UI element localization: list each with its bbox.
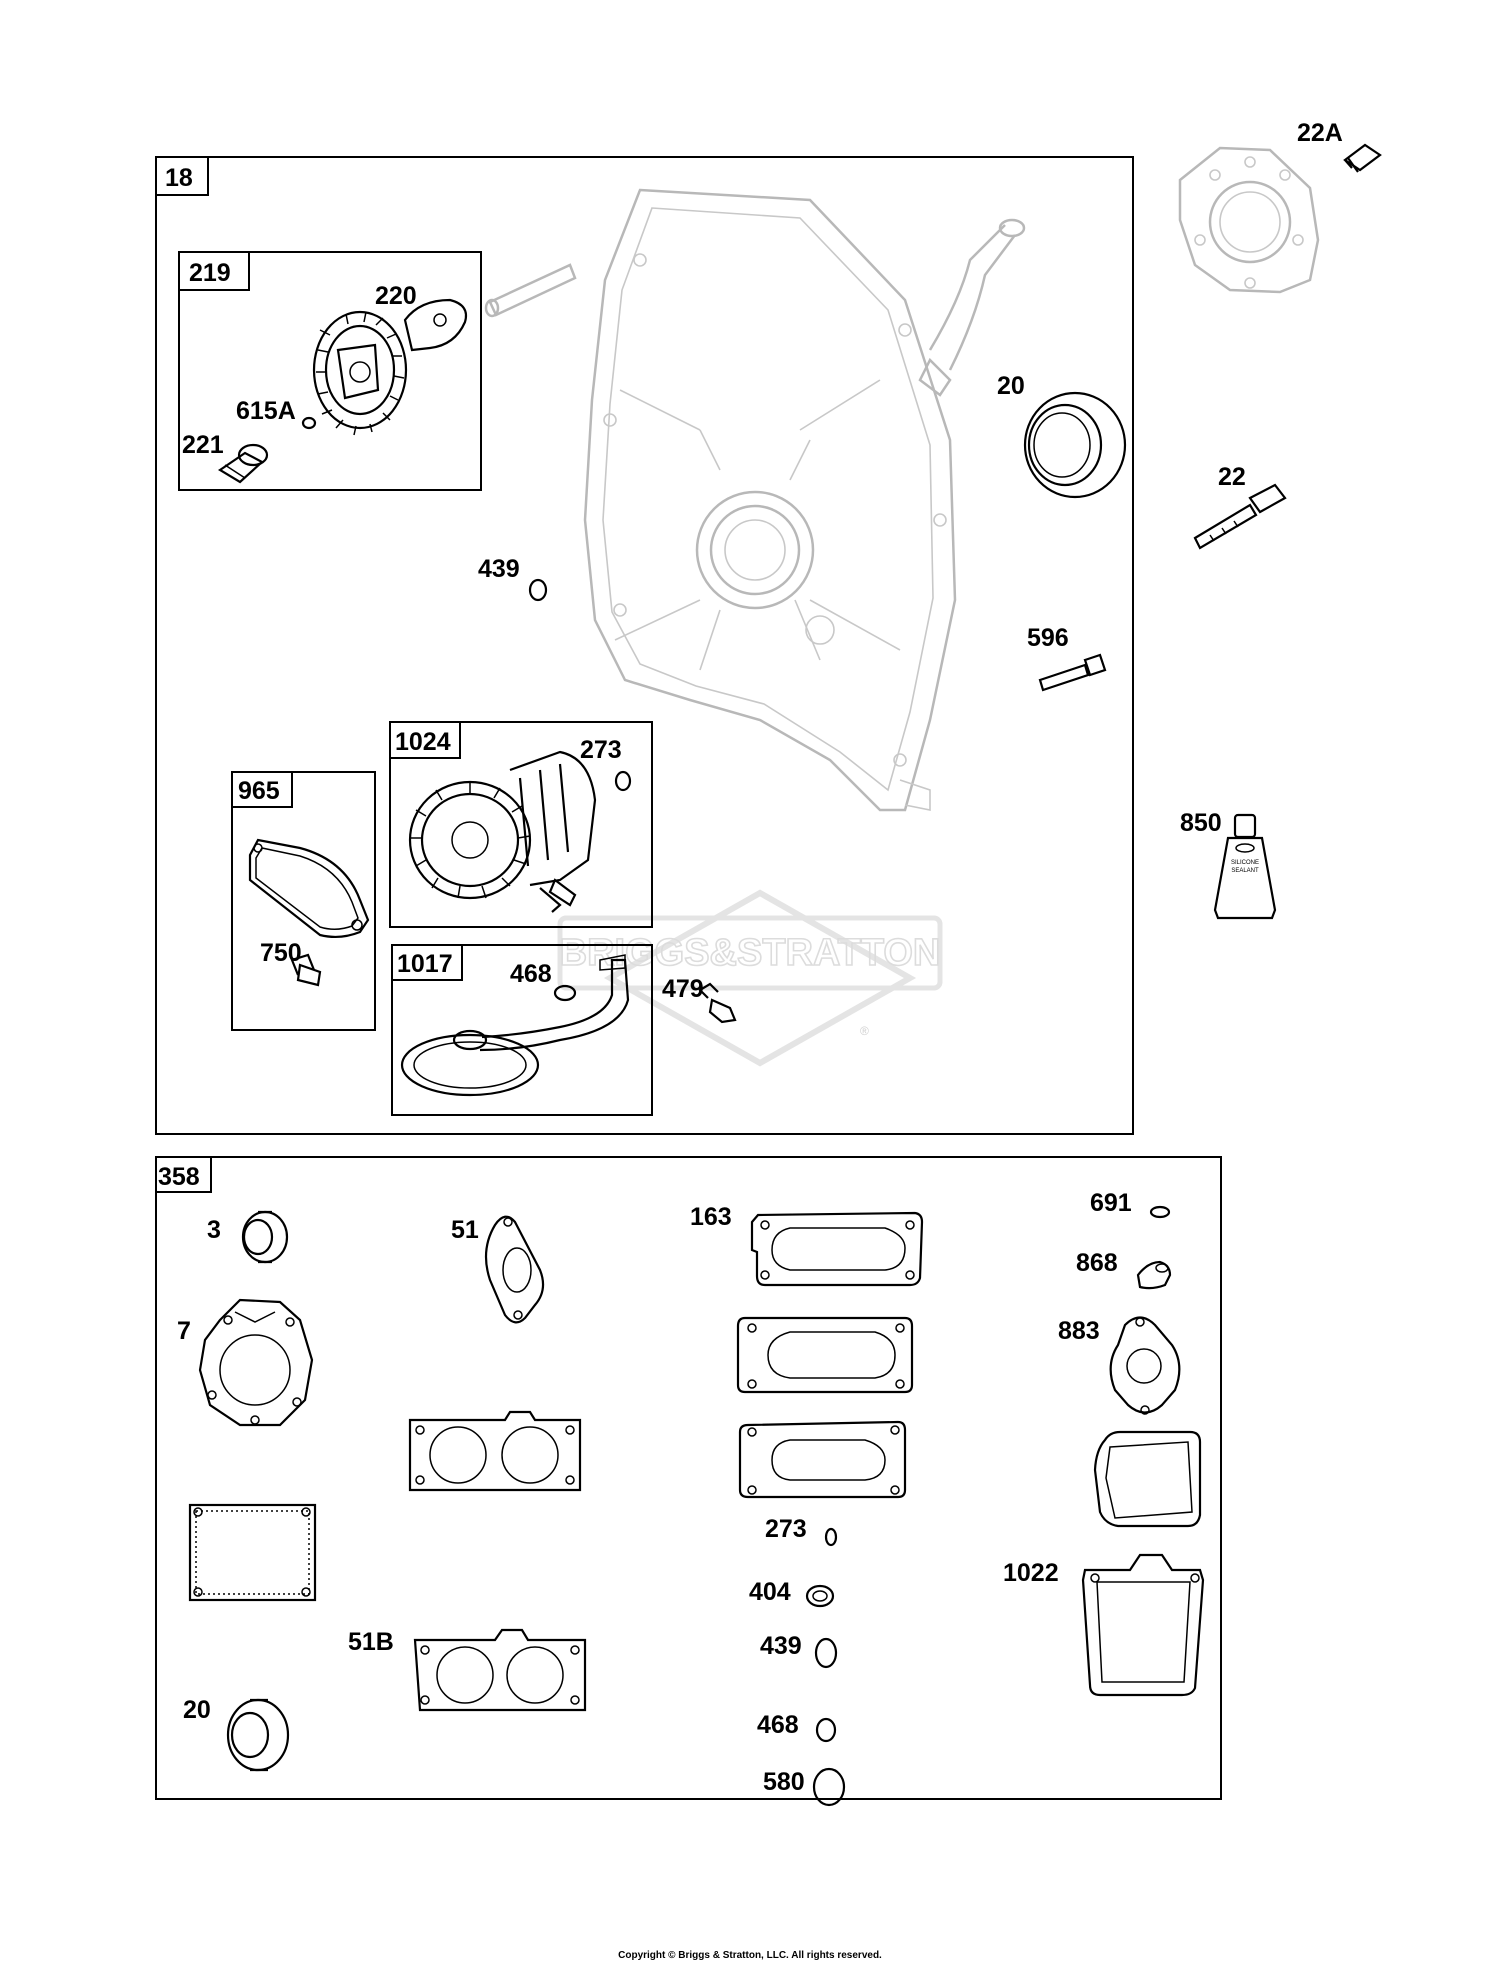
oil-seal-20-drawing xyxy=(1023,391,1127,499)
oring-580-drawing xyxy=(812,1767,846,1807)
dowel-pin-drawing xyxy=(484,263,577,318)
callout-691: 691 xyxy=(1090,1189,1132,1217)
callout-3: 3 xyxy=(207,1216,221,1244)
callout-273-a: 273 xyxy=(580,736,622,764)
flange-cover-drawing xyxy=(1178,146,1320,294)
callout-51B: 51B xyxy=(348,1628,394,1656)
callout-468-b: 468 xyxy=(757,1711,799,1739)
subbox-965-label-box xyxy=(231,771,293,808)
gasket-7-drawing xyxy=(198,1298,314,1427)
watermark-text: BRIGGS&STRATTON xyxy=(560,932,941,974)
callout-468-a: 468 xyxy=(510,960,552,988)
governor-gear-drawing xyxy=(217,298,468,484)
callout-20-a: 20 xyxy=(997,372,1025,400)
callout-883: 883 xyxy=(1058,1317,1100,1345)
gasket-883-drawing xyxy=(1109,1316,1181,1415)
sealant-label-line2: SEALANT xyxy=(1231,868,1259,874)
callout-221: 221 xyxy=(182,431,224,459)
callout-22: 22 xyxy=(1218,463,1246,491)
callout-220: 220 xyxy=(375,282,417,310)
callout-439-b: 439 xyxy=(760,1632,802,1660)
gasket-rectangular-left-drawing xyxy=(188,1503,317,1602)
gasket-rocker-cover-upper-drawing xyxy=(1093,1430,1202,1528)
assembly-18-frame xyxy=(155,156,1134,1135)
sealant-label-line1: SILICONE xyxy=(1231,860,1259,866)
seal-404-drawing xyxy=(805,1584,835,1608)
gasket-965-drawing xyxy=(248,838,370,939)
oring-273-b-drawing xyxy=(824,1527,838,1547)
bolt-22-drawing xyxy=(1193,483,1287,550)
oil-pickup-drawing xyxy=(400,954,630,1097)
oring-468-drawing xyxy=(553,984,577,1002)
sealant-tube-850-drawing: SILICONE SEALANT xyxy=(1213,813,1277,920)
oring-691-drawing xyxy=(1149,1205,1171,1219)
callout-7: 7 xyxy=(177,1317,191,1345)
gasket-163-drawing xyxy=(750,1211,924,1287)
gasket-1022-drawing xyxy=(1081,1553,1205,1697)
plug-868-drawing xyxy=(1136,1260,1172,1290)
callout-580: 580 xyxy=(763,1768,805,1796)
watermark-registered: ® xyxy=(860,1024,869,1038)
callout-273-b: 273 xyxy=(765,1515,807,1543)
callout-479: 479 xyxy=(662,975,704,1003)
callout-20-b: 20 xyxy=(183,1696,211,1724)
callout-596: 596 xyxy=(1027,624,1069,652)
oil-pump-drawing xyxy=(408,750,597,913)
subbox-1024-frame xyxy=(389,721,653,928)
subbox-1024-label-box xyxy=(389,721,461,759)
bolt-596-drawing xyxy=(1038,653,1107,692)
callout-1022: 1022 xyxy=(1003,1559,1059,1587)
gasket-upper-middle-drawing xyxy=(736,1316,914,1394)
callout-163: 163 xyxy=(690,1203,732,1231)
callout-439-a: 439 xyxy=(478,555,520,583)
gasket-lower-middle-drawing xyxy=(738,1420,907,1499)
subbox-219-frame xyxy=(178,251,482,491)
bolt-22A-drawing xyxy=(1343,143,1382,173)
subbox-1024-label: 1024 xyxy=(395,728,451,756)
callout-850: 850 xyxy=(1180,809,1222,837)
subbox-1017-label: 1017 xyxy=(397,950,453,978)
gasket-51-drawing xyxy=(484,1215,545,1324)
oil-seal-20-b-drawing xyxy=(226,1698,290,1772)
oring-439-b-drawing xyxy=(814,1637,838,1669)
assembly-18-label: 18 xyxy=(165,164,193,192)
bearing-3-drawing xyxy=(241,1210,289,1264)
crankcase-cover-drawing xyxy=(583,188,1026,812)
gasket-51B-drawing xyxy=(413,1628,587,1712)
oring-468-b-drawing xyxy=(815,1717,837,1743)
oring-273-drawing xyxy=(614,770,632,792)
subbox-1017-frame xyxy=(391,944,653,1116)
bolt-479-drawing xyxy=(698,982,737,1024)
subbox-965-frame xyxy=(231,771,376,1031)
assembly-358-label: 358 xyxy=(158,1163,200,1191)
copyright-footer: Copyright © Briggs & Stratton, LLC. All … xyxy=(618,1950,882,1961)
callout-404: 404 xyxy=(749,1578,791,1606)
callout-615A: 615A xyxy=(236,397,296,425)
gasket-double-upper-drawing xyxy=(408,1410,582,1492)
assembly-358-frame xyxy=(155,1156,1222,1800)
brand-watermark: BRIGGS&STRATTON ® xyxy=(557,889,943,1067)
assembly-358-label-box xyxy=(155,1156,212,1193)
bolt-750-drawing xyxy=(290,953,322,987)
subbox-965-label: 965 xyxy=(238,777,280,805)
subbox-1017-label-box xyxy=(391,944,463,981)
callout-22A: 22A xyxy=(1297,119,1343,147)
callout-868: 868 xyxy=(1076,1249,1118,1277)
callout-750: 750 xyxy=(260,939,302,967)
callout-51: 51 xyxy=(451,1216,479,1244)
oring-439-drawing xyxy=(528,578,548,602)
subbox-219-label-box xyxy=(178,251,250,291)
assembly-18-label-box xyxy=(155,156,209,196)
subbox-219-label: 219 xyxy=(189,259,231,287)
